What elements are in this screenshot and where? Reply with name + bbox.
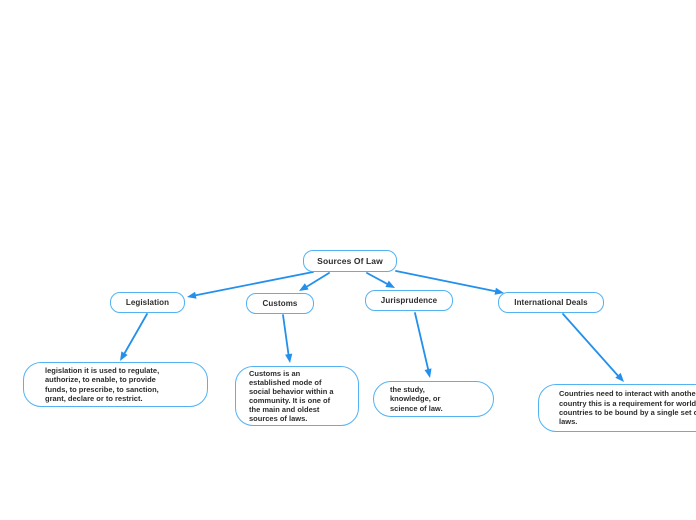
jurisprudence-description-text: the study, knowledge, or science of law. — [390, 384, 443, 413]
node-sources-of-law[interactable]: Sources Of Law — [303, 250, 397, 272]
connector-root-to-customs — [299, 272, 330, 291]
legislation-description-text: legislation it is used to regulate, auth… — [45, 365, 160, 403]
customs-description-text: Customs is an established mode of social… — [249, 369, 334, 423]
node-international-deals-description[interactable]: Countries need to interact with another … — [538, 384, 696, 432]
node-international-deals-label: International Deals — [514, 298, 588, 307]
node-sources-of-law-label: Sources Of Law — [317, 256, 383, 266]
node-customs-description[interactable]: Customs is an established mode of social… — [235, 366, 359, 426]
node-customs-label: Customs — [262, 299, 298, 308]
international-deals-description-text: Countries need to interact with another … — [559, 389, 696, 427]
connector-root-to-jurisprudence — [366, 272, 395, 288]
connector-jurisprudence-to-description — [414, 312, 432, 378]
connector-customs-to-description — [282, 314, 293, 363]
node-jurisprudence[interactable]: Jurisprudence — [365, 290, 453, 311]
node-customs[interactable]: Customs — [246, 293, 314, 314]
node-legislation-description[interactable]: legislation it is used to regulate, auth… — [23, 362, 208, 407]
node-jurisprudence-description[interactable]: the study, knowledge, or science of law. — [373, 381, 494, 417]
node-legislation-label: Legislation — [125, 298, 170, 307]
node-jurisprudence-label: Jurisprudence — [380, 296, 438, 305]
connector-international-deals-to-description — [562, 313, 624, 382]
node-international-deals[interactable]: International Deals — [498, 292, 604, 313]
connector-legislation-to-description — [120, 313, 148, 361]
node-legislation[interactable]: Legislation — [110, 292, 185, 313]
